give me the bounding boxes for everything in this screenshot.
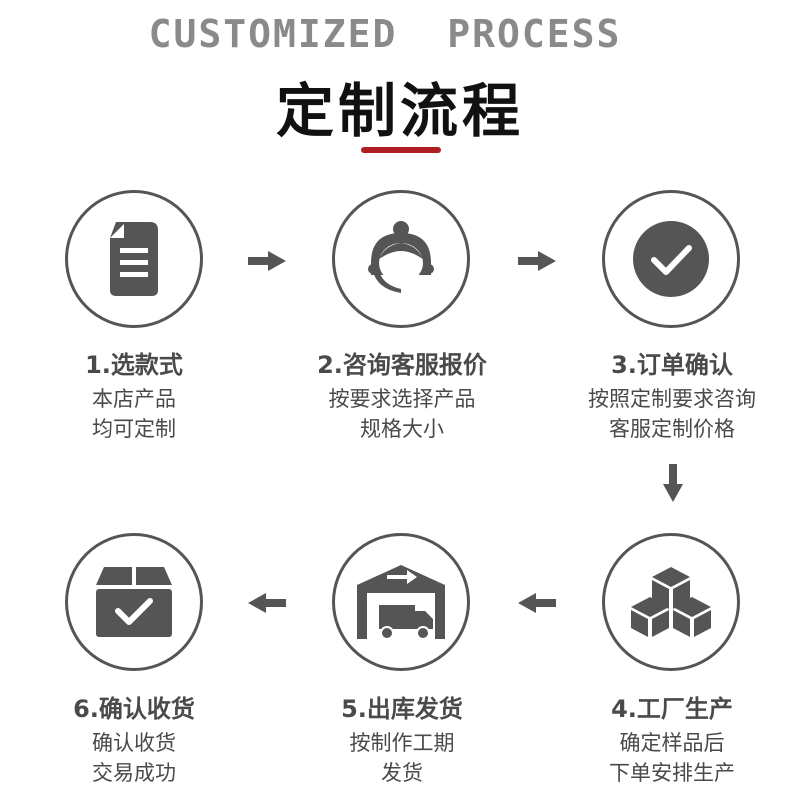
step-5-circle [332,533,470,671]
step-2-name: 2.咨询客服报价 [317,351,487,379]
step-6-desc-2: 交易成功 [92,761,176,785]
step-3-desc-2: 客服定制价格 [609,417,735,441]
document-icon [110,222,158,296]
box-check-icon [96,567,172,637]
step-6-desc-1: 确认收货 [92,731,176,755]
arrow-left-1 [248,593,286,613]
step-4-desc-2: 下单安排生产 [609,761,735,785]
warehouse-truck-icon [357,565,445,640]
step-3-name: 3.订单确认 [611,351,733,379]
step-4-name: 4.工厂生产 [611,695,733,723]
step-2-desc-1: 按要求选择产品 [328,387,476,411]
step-1-desc-1: 本店产品 [92,387,176,411]
step-1: 1.选款式 本店产品 均可定制 [14,350,254,444]
arrow-right-1 [248,251,286,271]
step-3: 3.订单确认 按照定制要求咨询 客服定制价格 [552,350,792,444]
step-2-circle [332,190,470,328]
step-5-desc-1: 按制作工期 [349,731,455,755]
step-4-circle [602,533,740,671]
checkmark-icon [633,221,709,297]
step-6-name: 6.确认收货 [73,695,195,723]
step-2-desc-2: 规格大小 [360,417,444,441]
step-1-name: 1.选款式 [85,351,183,379]
step-1-desc-2: 均可定制 [92,417,176,441]
step-1-circle [65,190,203,328]
step-6: 6.确认收货 确认收货 交易成功 [14,694,254,788]
subtitle: CUSTOMIZED PROCESS [148,12,622,56]
step-3-circle [602,190,740,328]
arrow-down [663,464,683,502]
arrow-right-2 [518,251,556,271]
step-4-desc-1: 确定样品后 [619,731,725,755]
arrow-left-2 [518,593,556,613]
step-2: 2.咨询客服报价 按要求选择产品 规格大小 [282,350,522,444]
page-title: 定制流程 [275,77,524,145]
step-6-circle [65,533,203,671]
step-3-desc-1: 按照定制要求咨询 [588,387,756,411]
step-5-name: 5.出库发货 [341,695,463,723]
step-4: 4.工厂生产 确定样品后 下单安排生产 [552,694,792,788]
accent-divider [361,147,441,153]
cubes-icon [631,567,711,637]
step-5-desc-2: 发货 [381,761,423,785]
customer-service-icon [368,221,434,293]
step-5: 5.出库发货 按制作工期 发货 [282,694,522,788]
